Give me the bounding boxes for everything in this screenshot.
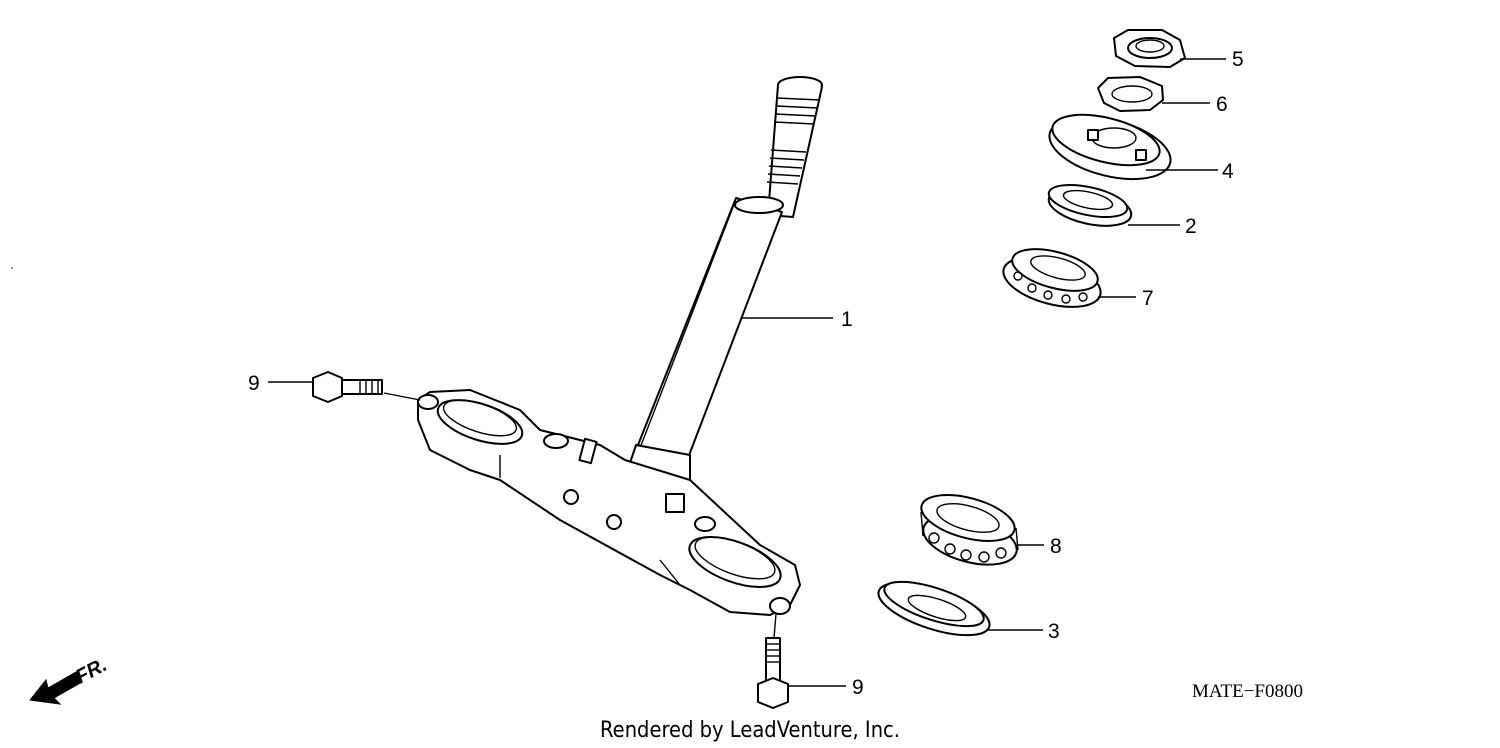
callout-number: 5 — [1232, 48, 1244, 71]
callout-number: 3 — [1048, 620, 1060, 643]
lower-bearing-part[interactable] — [916, 486, 1022, 573]
upper-bearing-part[interactable] — [998, 241, 1106, 316]
callout-number: 9 — [852, 676, 864, 699]
adjust-nut-part[interactable] — [1043, 105, 1177, 190]
leader-lines — [268, 58, 1226, 687]
front-direction-indicator: FR. — [29, 654, 111, 705]
callout-number: 7 — [1142, 287, 1154, 310]
callout-number: 6 — [1216, 93, 1228, 116]
dust-seal-part[interactable] — [1045, 179, 1134, 232]
callout-number: 8 — [1050, 535, 1062, 558]
callout-number: 9 — [248, 372, 260, 395]
callout-number: 2 — [1185, 215, 1197, 238]
bottom-bridge-part[interactable] — [417, 389, 801, 616]
lower-dust-seal-part[interactable] — [873, 572, 996, 646]
diagram-code: MATE−F0800 — [1192, 681, 1303, 702]
bolt-left-part[interactable] — [312, 371, 383, 403]
callout-number: 1 — [841, 308, 853, 331]
callout-number: 4 — [1222, 160, 1234, 183]
arrow-icon — [29, 671, 83, 705]
bolt-bottom-part[interactable] — [757, 637, 789, 709]
lock-nut-part[interactable] — [1113, 29, 1186, 68]
steering-stem-part[interactable] — [625, 76, 823, 489]
credit-text: Rendered by LeadVenture, Inc. — [600, 718, 900, 743]
speck — [11, 267, 13, 269]
lock-washer-part[interactable] — [1097, 76, 1164, 112]
